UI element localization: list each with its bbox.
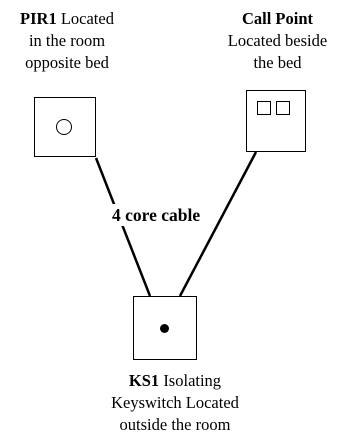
- pir-caption-line3: opposite bed: [25, 53, 109, 72]
- cable-line-pir: [94, 157, 152, 297]
- call-point-caption: Call Point Located beside the bed: [210, 8, 345, 74]
- pir-caption-line2: in the room: [28, 31, 106, 50]
- pir-name: PIR1: [20, 9, 57, 28]
- pir-caption: PIR1 Located in the room opposite bed: [2, 8, 132, 74]
- keyswitch-name: KS1: [128, 371, 160, 390]
- motion-sensor-icon: [56, 119, 72, 135]
- keyswitch-icon: [160, 324, 169, 333]
- call-button-icon: [257, 101, 271, 115]
- pir-caption-line1: Located: [56, 9, 114, 28]
- keyswitch-device: [133, 296, 197, 360]
- call-point-caption-line2: Located beside: [227, 31, 328, 50]
- keyswitch-caption-line3: outside the room: [119, 415, 231, 434]
- call-button-icon: [276, 101, 290, 115]
- keyswitch-caption-line1: Isolating: [159, 371, 222, 390]
- call-point-device: [246, 90, 306, 152]
- keyswitch-caption: KS1 Isolating Keyswitch Located outside …: [75, 370, 275, 436]
- pir-device: [34, 97, 96, 157]
- cable-line-call-point: [178, 151, 258, 297]
- cable-label: 4 core cable: [109, 204, 204, 226]
- call-point-name: Call Point: [241, 9, 314, 28]
- keyswitch-caption-line2: Keyswitch Located: [111, 393, 239, 412]
- call-point-caption-line3: the bed: [253, 53, 302, 72]
